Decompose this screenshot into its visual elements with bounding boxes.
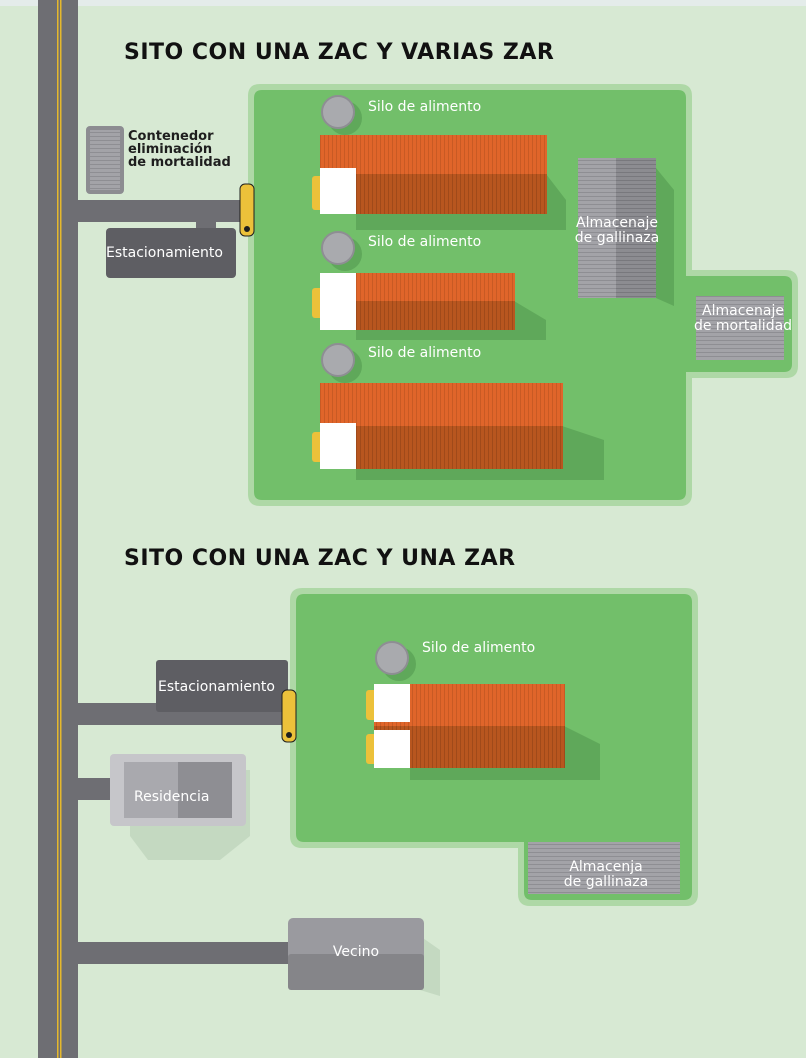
top-strip (0, 0, 806, 6)
container-label: Contenedor eliminación de mortalidad (128, 130, 231, 169)
barn-3 (312, 383, 604, 480)
access-road-2 (78, 660, 297, 743)
manure-storage-1 (578, 158, 674, 306)
mortality-storage-label: Almacenaje de mortalidad (686, 304, 800, 334)
silo-3-label: Silo de alimento (368, 345, 482, 361)
section-2-title: SITO CON UNA ZAC Y UNA ZAR (124, 546, 516, 571)
parking-1-label: Estacionamiento (106, 245, 223, 261)
barn-2 (312, 273, 546, 340)
barn-1 (312, 135, 566, 230)
silo-3 (321, 343, 362, 383)
manure-storage-2-line-1: Almacenja (569, 859, 643, 875)
silo-1 (321, 95, 362, 135)
access-road-1 (78, 183, 255, 278)
manure-storage-2-line-2: de gallinaza (563, 874, 649, 890)
neighbor-label: Vecino (332, 944, 380, 960)
silo-2 (321, 231, 362, 271)
mortality-storage-line-2: de mortalidad (693, 318, 793, 334)
neighbor (78, 918, 440, 996)
section-1-title: SITO CON UNA ZAC Y VARIAS ZAR (124, 40, 555, 65)
barn-section-2 (366, 684, 600, 780)
silo-2-label: Silo de alimento (368, 234, 482, 250)
silo-section-2 (375, 641, 416, 681)
manure-storage-1-label: Almacenaje de gallinaza (556, 216, 678, 246)
residence (78, 754, 250, 860)
residence-label: Residencia (134, 789, 210, 805)
container-label-line-2: eliminación (128, 142, 213, 157)
main-road (38, 0, 78, 1058)
silo-section-2-label: Silo de alimento (422, 640, 536, 656)
parking-2-label: Estacionamiento (158, 679, 275, 695)
manure-storage-1-line-2: de gallinaza (574, 230, 660, 246)
manure-storage-1-line-1: Almacenaje (576, 215, 658, 231)
mortality-storage (696, 296, 784, 360)
container-label-line-3: de mortalidad (128, 155, 231, 170)
container-label-line-1: Contenedor (128, 129, 214, 144)
manure-storage-2 (528, 842, 680, 894)
mortality-container (86, 126, 124, 194)
silo-1-label: Silo de alimento (368, 99, 482, 115)
manure-storage-2-label: Almacenja de gallinaza (536, 860, 676, 890)
mortality-storage-line-1: Almacenaje (702, 303, 784, 319)
